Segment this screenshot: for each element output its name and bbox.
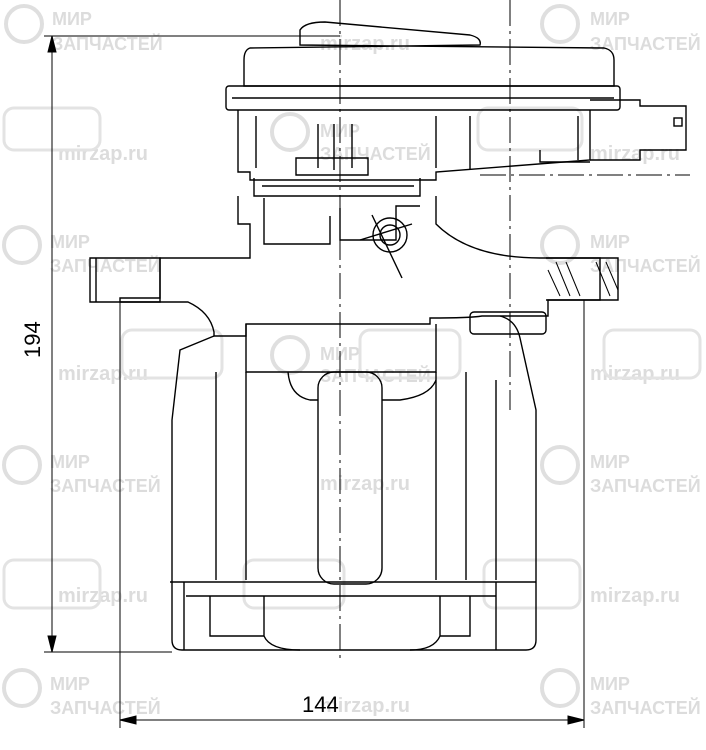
- dimension-width: [119, 300, 585, 728]
- watermark-site: mirzap.ru: [320, 473, 410, 495]
- svg-text:МИР: МИР: [590, 9, 630, 29]
- svg-text:ЗАПЧАСТЕЙ: ЗАПЧАСТЕЙ: [590, 697, 701, 718]
- svg-text:МИР: МИР: [590, 674, 630, 694]
- watermark-mir-zapchastey: МИР ЗАПЧАСТЕЙ: [2, 445, 161, 496]
- svg-text:ЗАПЧАСТЕЙ: ЗАПЧАСТЕЙ: [50, 697, 161, 718]
- watermark-site: mirzap.ru: [320, 695, 410, 717]
- svg-text:ЗАПЧАСТЕЙ: ЗАПЧАСТЕЙ: [590, 475, 701, 496]
- watermark-site: mirzap.ru: [320, 33, 410, 55]
- watermark-mir-zapchastey: МИР ЗАПЧАСТЕЙ: [2, 668, 161, 718]
- svg-text:МИР: МИР: [52, 9, 92, 29]
- watermark-trialli-logo: [602, 328, 702, 380]
- svg-text:ЗАПЧАСТЕЙ: ЗАПЧАСТЕЙ: [52, 33, 163, 54]
- watermark-mir-zapchastey: МИР ЗАПЧАСТЕЙ: [4, 4, 163, 54]
- watermark-layer: МИР ЗАПЧАСТЕЙ МИР ЗАПЧАСТЕЙ МИР ЗАПЧАСТЕ…: [2, 4, 702, 718]
- svg-text:ЗАПЧАСТЕЙ: ЗАПЧАСТЕЙ: [50, 475, 161, 496]
- reservoir-cap: [243, 21, 615, 87]
- watermark-site: mirzap.ru: [58, 363, 148, 385]
- electrical-connector: [590, 99, 687, 161]
- svg-text:ЗАПЧАСТЕЙ: ЗАПЧАСТЕЙ: [320, 143, 431, 164]
- svg-text:МИР: МИР: [50, 452, 90, 472]
- bottom-frame: [170, 581, 536, 651]
- caliper-mid-body: [119, 196, 601, 337]
- dimension-height-label: 194: [20, 321, 45, 358]
- svg-text:МИР: МИР: [590, 452, 630, 472]
- svg-text:МИР: МИР: [50, 674, 90, 694]
- caliper-neck: [253, 178, 421, 197]
- dimension-height: [44, 35, 340, 653]
- watermark-site: mirzap.ru: [58, 143, 148, 165]
- section-hatch: [547, 261, 619, 297]
- caliper-lower-body: [171, 315, 537, 651]
- watermark-trialli-logo: [242, 558, 346, 610]
- watermark-mir-zapchastey: МИР ЗАПЧАСТЕЙ: [540, 225, 701, 276]
- reservoir-body: [225, 85, 621, 111]
- dimension-width-label: 144: [302, 692, 339, 717]
- caliper-outline: [89, 21, 687, 651]
- left-port: [89, 257, 161, 303]
- watermark-mir-zapchastey: МИР ЗАПЧАСТЕЙ: [540, 668, 701, 718]
- svg-text:МИР: МИР: [50, 232, 90, 252]
- watermark-mir-zapchastey: МИР ЗАПЧАСТЕЙ: [2, 225, 161, 276]
- watermark-mir-zapchastey: МИР ЗАПЧАСТЕЙ: [540, 445, 701, 496]
- retainer-tab: [469, 311, 547, 335]
- pad-window: [317, 371, 383, 585]
- svg-text:ЗАПЧАСТЕЙ: ЗАПЧАСТЕЙ: [590, 33, 701, 54]
- right-port: [546, 257, 619, 301]
- sensor-pins: [295, 124, 369, 176]
- watermark-site: mirzap.ru: [58, 585, 148, 607]
- watermark-trialli-logo: [476, 106, 584, 152]
- watermark-mir-zapchastey: МИР ЗАПЧАСТЕЙ: [540, 4, 701, 54]
- watermark-trialli-logo: [120, 328, 224, 380]
- watermark-trialli-logo: [482, 558, 582, 610]
- watermark-site: mirzap.ru: [590, 585, 680, 607]
- svg-text:ЗАПЧАСТЕЙ: ЗАПЧАСТЕЙ: [50, 255, 161, 276]
- watermark-trialli-logo: [358, 328, 462, 380]
- bleed-screw-inner: [379, 224, 401, 246]
- svg-text:МИР: МИР: [590, 232, 630, 252]
- watermark-site: mirzap.ru: [590, 143, 680, 165]
